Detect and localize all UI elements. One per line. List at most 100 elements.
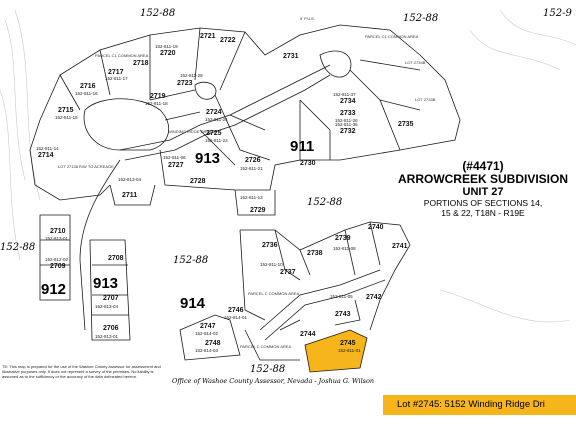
map-note: PARCEL C COMMON AREA bbox=[248, 291, 299, 296]
map-notes: PARCEL C1 COMMON AREA PARCEL C1 COMMON A… bbox=[58, 16, 436, 349]
lot-apn: 152-811-37 bbox=[333, 92, 356, 97]
lot-apn: 152-813-01 bbox=[95, 334, 119, 339]
lot-number: 2714 bbox=[38, 152, 54, 159]
map-note: LOT 2733B bbox=[415, 97, 436, 102]
lot-apn: 152-813-04 bbox=[118, 177, 142, 182]
lot-number: 2733 bbox=[340, 110, 356, 117]
lot-number: 2730 bbox=[300, 160, 316, 167]
lot-number: 2708 bbox=[108, 255, 124, 262]
lot-number: 2741 bbox=[392, 243, 408, 250]
lot-number: 2711 bbox=[122, 192, 137, 199]
sections-line: 15 & 22, T18N - R19E bbox=[441, 208, 525, 218]
lot-address-banner: Lot #2745: 5152 Winding Ridge Dri bbox=[383, 395, 576, 415]
lot-apn: 152-811-14 bbox=[36, 146, 59, 151]
parcel-lines bbox=[29, 24, 461, 361]
lot-apn: 152-811-36 bbox=[335, 122, 358, 127]
lot-number: 2707 bbox=[103, 295, 119, 302]
parcel-914-label: 914 bbox=[180, 295, 206, 312]
parcel-911-label: 911 bbox=[290, 138, 314, 155]
lot-apn: 152-811-10 bbox=[260, 262, 283, 267]
map-note: 5' P.U.E. bbox=[300, 16, 315, 21]
map-disclaimer: TE: This map is prepared for the use of … bbox=[2, 364, 161, 379]
subdivision-unit: UNIT 27 bbox=[462, 186, 504, 198]
lot-number: 2721 bbox=[200, 33, 216, 40]
sections-line: PORTIONS OF SECTIONS 14, bbox=[423, 198, 543, 208]
lot-number: 2738 bbox=[307, 250, 323, 257]
lot-apn: 152-811-08 bbox=[333, 246, 356, 251]
lot-apn: 152-811-24 bbox=[205, 117, 228, 122]
lot-number: 2746 bbox=[228, 307, 244, 314]
lot-apn: 152-812-02 bbox=[45, 257, 69, 262]
lot-number: 2722 bbox=[220, 37, 236, 44]
lot-number: 2744 bbox=[300, 331, 316, 338]
lot-number: 2737 bbox=[280, 269, 296, 276]
lot-apn: 152-811-06 bbox=[163, 155, 186, 160]
lot-number: 2731 bbox=[283, 53, 299, 60]
lot-number: 2740 bbox=[368, 224, 384, 231]
book-label: 152-88 bbox=[307, 197, 342, 208]
topography bbox=[0, 9, 576, 323]
lot-number: 2748 bbox=[205, 340, 221, 347]
lot-apn: 152-811-17 bbox=[105, 76, 128, 81]
book-label: 152-88 bbox=[140, 8, 175, 19]
lot-number: 2734 bbox=[340, 98, 356, 105]
lot-apn: 152-813-04 bbox=[95, 304, 119, 309]
map-note: WINDING RIDGE DRIVE bbox=[168, 129, 213, 134]
lot-apn: 152-811-23 bbox=[205, 138, 228, 143]
lot-number: 2742 bbox=[366, 294, 382, 301]
lot-apn: 152-813-01 bbox=[45, 236, 69, 241]
lot-number: 2709 bbox=[50, 263, 66, 270]
lot-number: 2745 bbox=[340, 340, 356, 347]
book-label: 152-88 bbox=[250, 364, 285, 375]
subdivision-name: ARROWCREEK SUBDIVISION bbox=[397, 172, 568, 186]
lot-number: 2747 bbox=[200, 323, 216, 330]
lot-2745-highlight[interactable] bbox=[304, 329, 368, 373]
map-note: PARCEL C1 COMMON AREA bbox=[365, 34, 419, 39]
lot-apn: 152-811-16 bbox=[75, 91, 98, 96]
lot-number: 2717 bbox=[108, 69, 124, 76]
subdivision-title: (#4471) ARROWCREEK SUBDIVISION UNIT 27 P… bbox=[395, 159, 571, 219]
lot-number: 2743 bbox=[335, 311, 351, 318]
lot-number: 2715 bbox=[58, 107, 74, 114]
lot-number: 2725 bbox=[206, 130, 222, 137]
map-note: LOT 2734B bbox=[405, 60, 426, 65]
doc-number: (#4471) bbox=[462, 159, 504, 173]
lot-apn: 152-811-19 bbox=[155, 44, 178, 49]
lot-number: 2718 bbox=[133, 60, 149, 67]
map-note: PARCEL C1 COMMON AREA bbox=[95, 53, 149, 58]
lot-number: 2710 bbox=[50, 228, 66, 235]
lot-apn: 152-811-21 bbox=[240, 166, 263, 171]
parcel-913-label: 913 bbox=[93, 275, 118, 292]
book-label: 152-88 bbox=[403, 13, 438, 24]
lot-number: 2716 bbox=[80, 83, 96, 90]
lot-number: 2719 bbox=[150, 93, 166, 100]
lot-number: 2727 bbox=[168, 162, 184, 169]
lot-number: 2706 bbox=[103, 325, 119, 332]
lot-apn: 152-811-15 bbox=[55, 115, 78, 120]
lot-number: 2720 bbox=[160, 50, 176, 57]
lot-apn: 152-811-13 bbox=[240, 195, 263, 200]
lot-number: 2724 bbox=[206, 109, 222, 116]
lot-number: 2723 bbox=[177, 80, 193, 87]
assessor-office: Office of Washoe County Assessor, Nevada… bbox=[172, 377, 375, 385]
lot-number: 2735 bbox=[398, 121, 414, 128]
lot-apn: 152-811-29 bbox=[180, 73, 203, 78]
lot-apn: 152-811-26 bbox=[335, 118, 358, 123]
lot-apn: 152-811-01 bbox=[338, 348, 361, 353]
lot-number: 2729 bbox=[250, 207, 266, 214]
lot-apn: 152-811-05 bbox=[330, 294, 353, 299]
book-label: 152-88 bbox=[173, 255, 208, 266]
lot-number: 2736 bbox=[262, 242, 278, 249]
map-note: PARCEL C COMMON AREA bbox=[240, 344, 291, 349]
lot-apn: 152-814-03 bbox=[195, 348, 219, 353]
lot-number: 2728 bbox=[190, 178, 206, 185]
parcel-912-label: 912 bbox=[41, 281, 66, 298]
lot-apn: 152-811-18 bbox=[145, 101, 168, 106]
map-note: LOT 27138 R/W TO ACREAGE bbox=[58, 164, 114, 169]
book-label: 152-9 bbox=[543, 8, 572, 19]
lot-apn: 152-814-01 bbox=[224, 315, 248, 320]
parcel-913-label: 913 bbox=[195, 150, 220, 167]
lot-number: 2732 bbox=[340, 128, 356, 135]
